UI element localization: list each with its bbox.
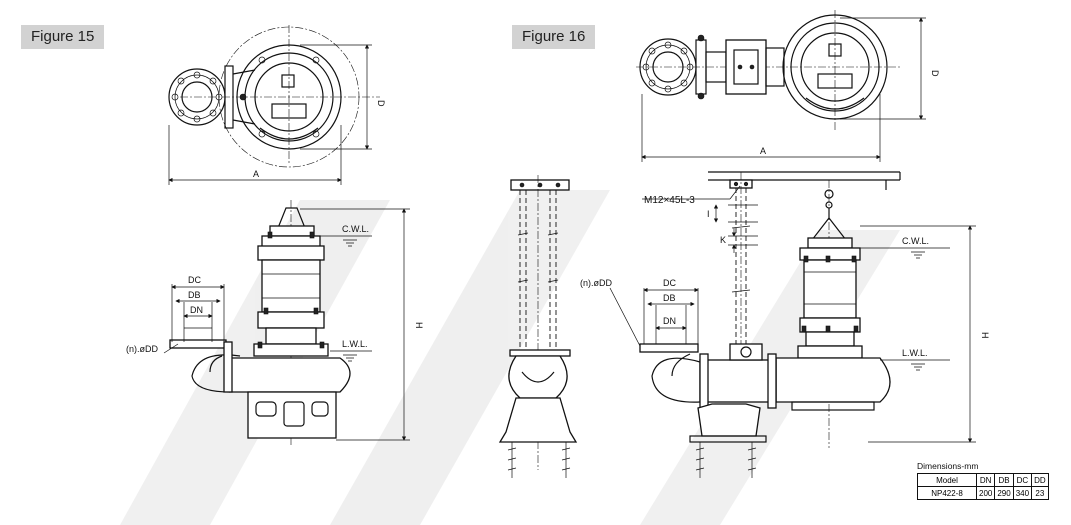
fig15-dim-DB: DB [188, 290, 201, 300]
fig16-dim-A: A [760, 146, 766, 156]
fig16-front-view [498, 175, 578, 478]
header-dd: DD [1031, 473, 1049, 487]
fig16-lwl-label: L.W.L. [902, 348, 928, 358]
fig16-dim-D: D [930, 70, 940, 77]
header-dn: DN [975, 473, 996, 487]
fig16-dim-DN: DN [663, 316, 676, 326]
table-header-row: Model DN DB DC DD [917, 473, 1049, 487]
fig16-dim-H: H [980, 332, 990, 339]
figure-16-label: Figure 16 [512, 25, 596, 49]
cell-dn: 200 [975, 486, 996, 500]
fig16-dim-I: I [707, 209, 710, 219]
figure-15-label: Figure 15 [21, 25, 105, 49]
fig16-bolt-label: M12×45L-3 [644, 195, 695, 206]
fig15-dim-DC: DC [188, 275, 201, 285]
cell-dc: 340 [1012, 486, 1033, 500]
fig16-flange-holes-label: (n).øDD [580, 278, 612, 288]
fig16-dim-DC: DC [663, 278, 676, 288]
cell-db: 290 [994, 486, 1014, 500]
fig16-cwl-label: C.W.L. [902, 236, 929, 246]
dimensions-table-title: Dimensions-mm [917, 461, 979, 471]
dimensions-table-block: Dimensions-mm Model DN DB DC DD NP422-8 … [917, 461, 1049, 500]
fig15-lwl-label: L.W.L. [342, 339, 368, 349]
header-db: DB [994, 473, 1014, 487]
header-model: Model [917, 473, 977, 487]
fig15-side-view [163, 200, 410, 445]
dimensions-table: Model DN DB DC DD NP422-8 200 290 340 23 [917, 473, 1049, 500]
fig15-dim-D: D [376, 100, 386, 107]
fig16-side-view [609, 171, 976, 478]
fig15-dim-H: H [414, 322, 424, 329]
fig15-dim-A: A [253, 169, 259, 179]
fig15-flange-holes-label: (n).øDD [126, 344, 158, 354]
header-dc: DC [1012, 473, 1033, 487]
fig16-dim-DB: DB [663, 293, 676, 303]
cell-model: NP422-8 [917, 486, 977, 500]
fig15-cwl-label: C.W.L. [342, 224, 369, 234]
fig16-dim-K: K [720, 235, 726, 245]
cell-dd: 23 [1031, 486, 1049, 500]
fig15-top-view [168, 25, 380, 185]
fig15-dim-DN: DN [190, 305, 203, 315]
table-row: NP422-8 200 290 340 23 [917, 486, 1049, 500]
fig16-top-view [636, 10, 926, 162]
